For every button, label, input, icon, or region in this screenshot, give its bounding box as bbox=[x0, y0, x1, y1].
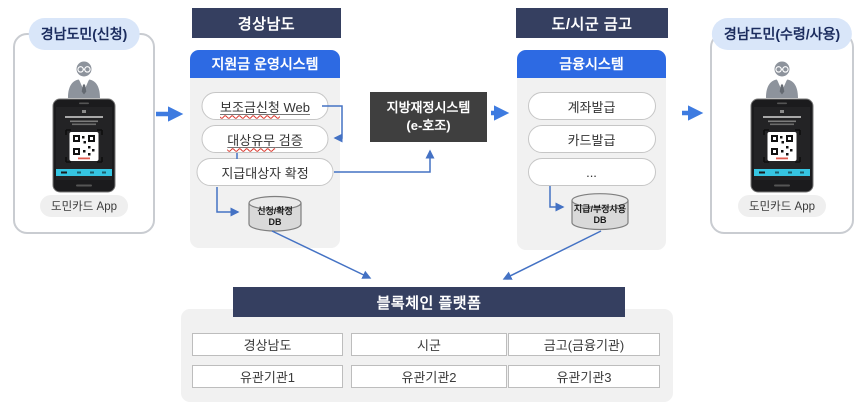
gyeongnam-header: 경상남도 bbox=[192, 8, 341, 38]
connector-confirm-to-ehojo bbox=[334, 149, 435, 173]
pill-subsidy-web-label: 보조금신청 Web bbox=[220, 99, 310, 115]
local-finance-system-box: 지방재정시스템 (e-호조) bbox=[370, 92, 487, 142]
pill-recipient-confirm-label: 지급대상자 확정 bbox=[221, 165, 309, 181]
pill-card-issue-label: 카드발급 bbox=[567, 132, 616, 148]
app-label: 도민카드 App bbox=[40, 195, 128, 217]
citizen-apply-panel: 경남도민(신청) bbox=[13, 18, 155, 234]
finance-system-panel: 금융시스템 계좌발급 카드발급 ... bbox=[517, 50, 666, 250]
local-finance-line2: (e-호조) bbox=[406, 118, 451, 133]
treasury-header: 도/시군 금고 bbox=[516, 8, 668, 38]
bc-node-related-org1: 유관기관1 bbox=[192, 365, 343, 388]
pill-card-issue: 카드발급 bbox=[527, 125, 656, 153]
person-icon bbox=[64, 60, 104, 103]
finance-system-title: 금융시스템 bbox=[517, 50, 666, 78]
citizen-use-panel: 경남도민(수령/사용) bbox=[710, 18, 854, 234]
pill-recipient-confirm: 지급대상자 확정 bbox=[196, 158, 334, 186]
pill-account-issue: 계좌발급 bbox=[527, 92, 656, 120]
app-label: 도민카드 App bbox=[738, 195, 826, 217]
citizen-apply-title: 경남도민(신청) bbox=[28, 18, 140, 50]
pill-subsidy-web: 보조금신청 Web bbox=[201, 92, 329, 120]
pill-ellipsis-label: ... bbox=[586, 164, 597, 180]
pill-eligibility-check-label: 대상유무 검증 bbox=[227, 132, 303, 148]
bc-node-related-org3: 유관기관3 bbox=[508, 365, 660, 388]
pill-eligibility-check: 대상유무 검증 bbox=[201, 125, 329, 153]
citizen-use-title: 경남도민(수령/사용) bbox=[711, 18, 853, 50]
local-finance-line1: 지방재정시스템 bbox=[386, 100, 471, 116]
pill-ellipsis: ... bbox=[527, 158, 656, 186]
bc-node-related-org2: 유관기관2 bbox=[351, 365, 507, 388]
support-system-panel: 지원금 운영시스템 보조금신청 Web 대상유무 검증 지급대상자 확정 bbox=[190, 50, 340, 248]
bc-node-treasury: 금고(금융기관) bbox=[508, 333, 660, 356]
blockchain-platform-header: 블록체인 플랫폼 bbox=[233, 287, 625, 317]
person-icon bbox=[762, 60, 802, 103]
pill-account-issue-label: 계좌발급 bbox=[567, 99, 616, 115]
phone-qr-icon bbox=[750, 98, 814, 198]
bc-node-sigun: 시군 bbox=[351, 333, 507, 356]
phone-qr-icon bbox=[52, 98, 116, 198]
bc-node-gyeongnam: 경상남도 bbox=[192, 333, 343, 356]
support-system-title: 지원금 운영시스템 bbox=[190, 50, 340, 78]
